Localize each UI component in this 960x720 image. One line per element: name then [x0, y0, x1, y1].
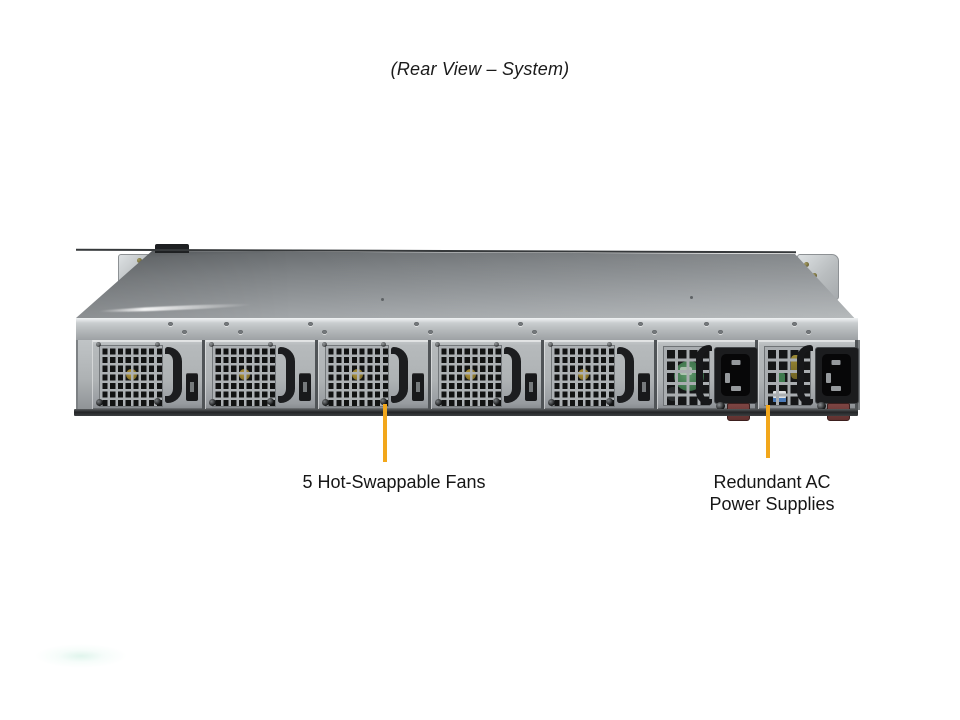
figure-title: (Rear View – System)	[390, 59, 570, 79]
fan-grille	[438, 345, 502, 407]
chassis-bottom-edge	[74, 409, 858, 416]
fans-callout-label: 5 Hot-Swappable Fans	[302, 472, 486, 492]
psu-module	[657, 340, 758, 421]
psu-callout-label-line2: Power Supplies	[709, 494, 835, 514]
screw-icon	[154, 398, 161, 405]
ac-pin-icon	[731, 360, 740, 365]
screw-icon	[182, 330, 187, 334]
fan-handle	[391, 347, 408, 403]
screw-icon	[209, 342, 214, 347]
psu-row	[657, 340, 859, 421]
screw-icon	[96, 399, 103, 406]
psu-callout-line	[766, 405, 770, 458]
psu-handle	[696, 345, 712, 405]
psu-led	[716, 402, 725, 410]
screw-icon	[322, 330, 327, 334]
fan-grille-lattice	[213, 346, 275, 406]
screw-icon	[155, 342, 160, 347]
screw-icon	[532, 330, 537, 334]
screw-icon	[518, 322, 523, 326]
fan-module	[92, 340, 205, 410]
screw-icon	[224, 322, 229, 326]
chassis-top-tab	[155, 244, 189, 253]
fan-grille	[212, 345, 276, 407]
fan-latch	[299, 373, 311, 401]
screw-icon	[548, 342, 553, 347]
psu-callout-label: Redundant AC Power Supplies	[709, 471, 834, 515]
fan-handle	[617, 347, 634, 403]
ac-pin-icon	[831, 360, 841, 365]
fan-grille-lattice	[439, 346, 501, 406]
ac-inlet-socket	[821, 354, 851, 396]
background-smudge	[35, 644, 127, 668]
fan-module	[205, 340, 318, 410]
fan-latch	[638, 373, 650, 401]
ac-pin-icon	[825, 373, 831, 383]
ac-pin-icon	[725, 373, 730, 383]
screw-icon	[548, 399, 555, 406]
fan-module	[318, 340, 431, 410]
psu-module	[757, 340, 859, 421]
ac-pin-icon	[730, 386, 741, 391]
psu-callout-label-line1: Redundant AC	[713, 472, 831, 492]
screw-icon	[137, 258, 142, 263]
fan-latch	[412, 373, 424, 401]
fan-module	[431, 340, 544, 410]
screw-icon	[380, 398, 387, 405]
screw-icon	[652, 330, 657, 334]
screw-icon	[322, 399, 329, 406]
psu-led	[816, 402, 826, 410]
fan-grille	[325, 345, 389, 407]
screw-icon	[268, 342, 273, 347]
fan-latch	[186, 373, 198, 401]
screw-icon	[435, 342, 440, 347]
screw-icon	[322, 342, 327, 347]
screw-icon	[494, 342, 499, 347]
screw-icon	[96, 342, 101, 347]
screw-icon	[606, 398, 613, 405]
fans-callout-line	[383, 404, 387, 462]
screw-icon	[792, 322, 797, 326]
ac-pin-icon	[831, 386, 841, 391]
screw-icon	[414, 322, 419, 326]
fan-module	[544, 340, 657, 410]
fan-latch	[525, 373, 537, 401]
fan-handle	[165, 347, 182, 403]
screw-icon	[209, 399, 216, 406]
screw-icon	[428, 330, 433, 334]
ac-inlet	[814, 347, 859, 404]
screw-icon	[381, 342, 386, 347]
screw-icon	[238, 330, 243, 334]
screw-icon	[168, 322, 173, 326]
screw-icon	[638, 322, 643, 326]
ac-inlet	[714, 347, 758, 404]
psu-handle	[796, 345, 813, 405]
screw-icon	[607, 342, 612, 347]
screw-icon	[267, 398, 274, 405]
fan-grille-lattice	[326, 346, 388, 406]
screw-icon	[806, 330, 811, 334]
rear-panel	[76, 340, 860, 421]
lid-screw-dot	[381, 298, 384, 301]
fan-grille	[551, 345, 615, 407]
screw-icon	[493, 398, 500, 405]
fan-handle	[278, 347, 295, 403]
screw-icon	[804, 262, 809, 267]
screw-icon	[704, 322, 709, 326]
fan-grille	[99, 345, 163, 407]
ac-inlet-socket	[721, 354, 750, 396]
lid-screw-dot	[690, 296, 693, 299]
fan-grille-lattice	[552, 346, 614, 406]
chassis-lid	[76, 251, 858, 322]
fan-row	[92, 340, 657, 410]
screw-icon	[308, 322, 313, 326]
screw-icon	[718, 330, 723, 334]
fan-grille-lattice	[100, 346, 162, 406]
screw-icon	[435, 399, 442, 406]
rear-top-rail	[76, 318, 858, 341]
fan-handle	[504, 347, 521, 403]
